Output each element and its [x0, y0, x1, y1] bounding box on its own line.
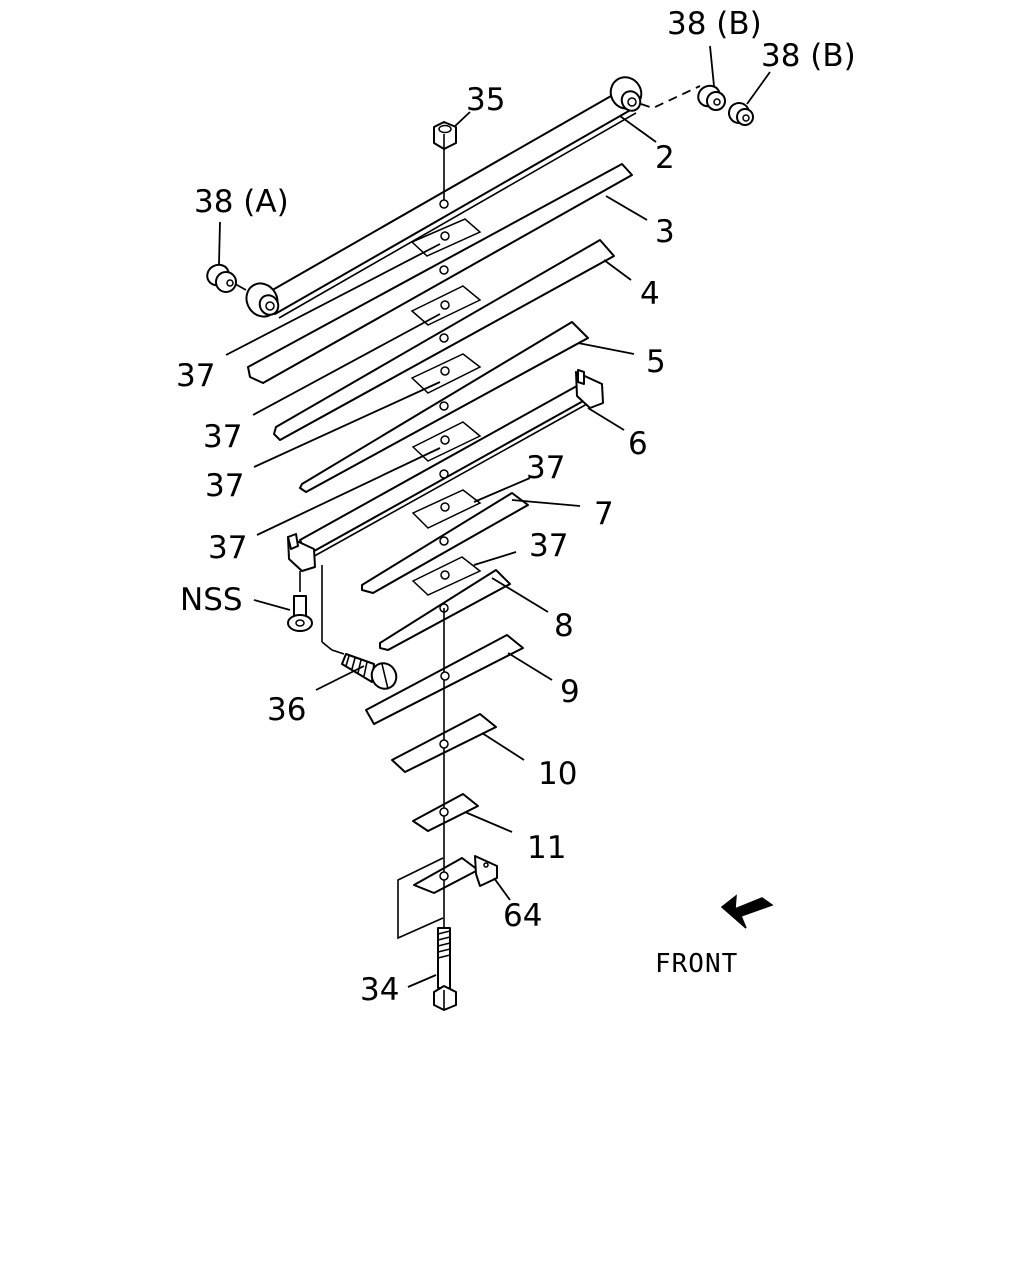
plate-9 [365, 634, 524, 725]
label-37-d: 37 [208, 530, 247, 566]
label-35: 35 [466, 82, 505, 118]
label-37-a: 37 [176, 358, 215, 394]
label-8: 8 [554, 608, 574, 644]
label-38a: 38 (A) [194, 184, 289, 220]
leaf-2-main-leaf [245, 76, 643, 319]
label-3: 3 [655, 214, 675, 250]
nut-35 [433, 121, 457, 150]
label-11: 11 [527, 830, 566, 866]
front-arrow-icon [720, 894, 774, 929]
label-7: 7 [594, 496, 614, 532]
plate-10 [391, 713, 497, 773]
label-5: 5 [646, 344, 666, 380]
bushing-38b-right [728, 102, 754, 126]
label-2: 2 [655, 140, 675, 176]
leaf-3 [247, 163, 633, 384]
leaf-6 [287, 369, 604, 642]
leaf-5 [299, 321, 589, 493]
label-37-b: 37 [203, 419, 242, 455]
label-37-upper-right: 37 [526, 450, 565, 486]
front-label: FRONT [655, 949, 738, 979]
label-nss: NSS [180, 582, 243, 618]
bracket-64 [397, 855, 498, 940]
leader-lines [218, 45, 771, 988]
label-64: 64 [503, 898, 542, 934]
bushing-38a [206, 263, 247, 293]
label-10: 10 [538, 756, 577, 792]
bushing-38b-top [697, 84, 726, 111]
label-38b-top: 38 (B) [667, 6, 762, 42]
label-38b-right: 38 (B) [761, 38, 856, 74]
bolt-34 [433, 927, 457, 1011]
label-6: 6 [628, 426, 648, 462]
pin-nss [287, 595, 313, 632]
leaf-8 [379, 556, 511, 651]
bushing-guide-dashline [640, 85, 701, 109]
label-37-lower-right: 37 [529, 528, 568, 564]
label-36: 36 [267, 692, 306, 728]
label-37-c: 37 [205, 468, 244, 504]
leaf-4 [273, 239, 615, 441]
label-34: 34 [360, 972, 399, 1008]
label-9: 9 [560, 674, 580, 710]
label-4: 4 [640, 276, 660, 312]
leaf-7 [361, 489, 529, 594]
